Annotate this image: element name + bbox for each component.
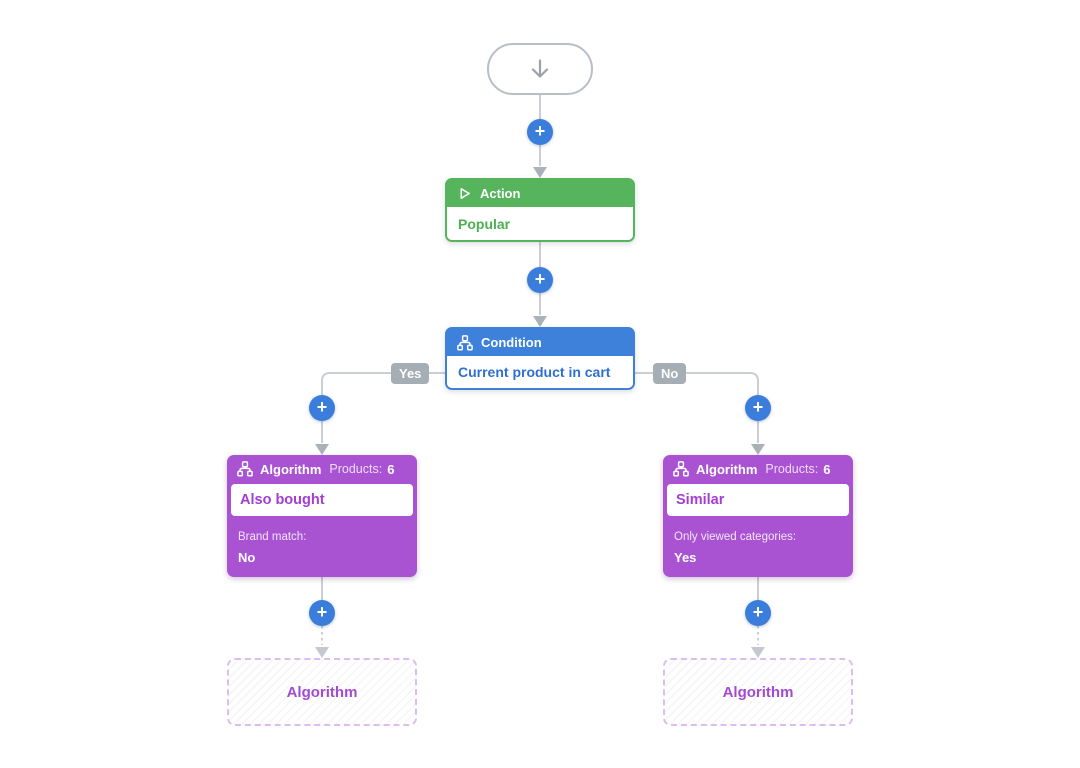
action-node[interactable]: Action Popular xyxy=(445,178,635,242)
arrow-down-icon xyxy=(531,59,549,78)
condition-type-label: Condition xyxy=(481,335,542,350)
start-node[interactable] xyxy=(487,43,593,95)
algorithm-type-label: Algorithm xyxy=(696,461,758,477)
plus-icon: + xyxy=(752,602,764,622)
algorithm-node-right[interactable]: Algorithm Products: 6 Similar Only viewe… xyxy=(663,455,853,577)
plus-icon: + xyxy=(534,121,546,141)
add-step-button-right-bottom[interactable]: + xyxy=(745,600,771,626)
param-label: Only viewed categories: xyxy=(674,531,797,543)
algorithm-value: Similar xyxy=(667,484,849,516)
algorithm-placeholder-right[interactable]: Algorithm xyxy=(663,658,853,726)
algorithm-type-label: Algorithm xyxy=(260,461,322,477)
sitemap-icon xyxy=(457,334,473,351)
products-label: Products: xyxy=(329,462,383,476)
branch-label-no: No xyxy=(653,363,687,384)
products-count: 6 xyxy=(387,461,395,477)
add-step-button-1[interactable]: + xyxy=(527,119,553,145)
action-type-label: Action xyxy=(480,186,521,201)
sitemap-icon xyxy=(673,461,689,477)
products-count: 6 xyxy=(823,461,831,477)
plus-icon: + xyxy=(752,397,764,417)
add-step-button-left-bottom[interactable]: + xyxy=(309,600,335,626)
algorithm-placeholder-left[interactable]: Algorithm xyxy=(227,658,417,726)
action-node-header: Action xyxy=(447,180,633,207)
algorithm-node-header: Algorithm Products: 6 xyxy=(663,455,853,483)
add-step-button-no-branch[interactable]: + xyxy=(745,395,771,421)
plus-icon: + xyxy=(316,602,328,622)
algorithm-node-left[interactable]: Algorithm Products: 6 Also bought Brand … xyxy=(227,455,417,577)
plus-icon: + xyxy=(534,269,546,289)
algorithm-value: Also bought xyxy=(231,484,413,516)
placeholder-label: Algorithm xyxy=(286,683,358,701)
add-step-button-yes-branch[interactable]: + xyxy=(309,395,335,421)
sitemap-icon xyxy=(237,461,253,477)
play-icon xyxy=(460,188,470,199)
param-value: No xyxy=(238,550,256,565)
condition-node-header: Condition xyxy=(447,329,633,356)
branch-label-yes: Yes xyxy=(391,363,430,384)
products-label: Products: xyxy=(765,462,819,476)
param-label: Brand match: xyxy=(238,531,307,543)
condition-node[interactable]: Condition Current product in cart xyxy=(445,327,635,390)
placeholder-label: Algorithm xyxy=(722,683,794,701)
algorithm-node-header: Algorithm Products: 6 xyxy=(227,455,417,483)
condition-value: Current product in cart xyxy=(447,356,633,388)
plus-icon: + xyxy=(316,397,328,417)
action-value: Popular xyxy=(447,207,633,240)
param-value: Yes xyxy=(674,550,697,565)
add-step-button-2[interactable]: + xyxy=(527,267,553,293)
